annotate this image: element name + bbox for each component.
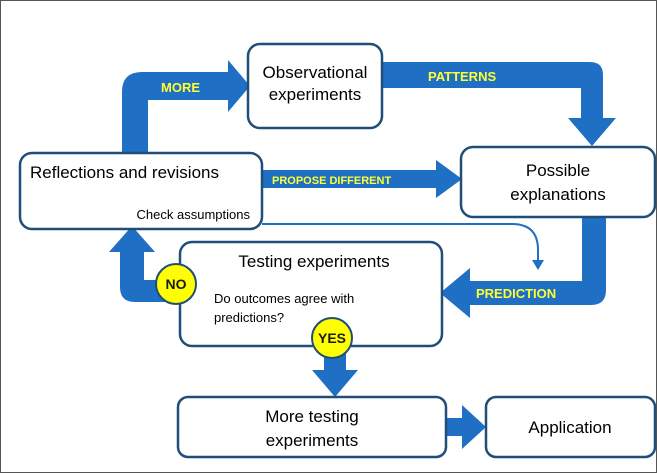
- yes-badge: [311, 317, 353, 359]
- no-badge: [155, 263, 197, 305]
- check-assumptions-arrowhead: [532, 260, 544, 270]
- prediction-arrow: [440, 214, 606, 318]
- possible-explanations-line1: Possible: [526, 161, 590, 180]
- more-arrow: [122, 60, 250, 160]
- testing-experiments-title: Testing experiments: [238, 252, 389, 271]
- testing-question-line1: Do outcomes agree with: [214, 291, 354, 306]
- reflections-revisions-box: [18, 151, 264, 231]
- observational-experiments-line2: experiments: [269, 85, 362, 104]
- application-label: Application: [528, 418, 611, 437]
- more-label: MORE: [161, 80, 200, 95]
- application-box: [484, 395, 657, 459]
- patterns-arrow: [382, 62, 616, 146]
- check-assumptions-note: Check assumptions: [137, 207, 251, 222]
- prediction-label: PREDICTION: [476, 286, 556, 301]
- propose-different-arrow: [262, 160, 462, 198]
- patterns-label: PATTERNS: [428, 69, 496, 84]
- check-assumptions-arrow: [262, 223, 539, 262]
- possible-explanations-line2: explanations: [510, 185, 605, 204]
- testing-question-line2: predictions?: [214, 310, 284, 325]
- reflections-revisions-title: Reflections and revisions: [30, 163, 219, 182]
- more-testing-experiments-box: [176, 395, 448, 459]
- yes-down-arrow: [312, 346, 358, 397]
- yes-badge-label: YES: [318, 330, 346, 346]
- possible-explanations-box: [459, 145, 657, 219]
- observational-experiments-box: [246, 42, 384, 130]
- to-application-arrow: [446, 405, 486, 449]
- propose-different-label: PROPOSE DIFFERENT: [272, 175, 391, 187]
- more-testing-line1: More testing: [265, 407, 359, 426]
- observational-experiments-line1: Observational: [263, 63, 368, 82]
- more-testing-line2: experiments: [266, 431, 359, 450]
- no-badge-label: NO: [166, 276, 187, 292]
